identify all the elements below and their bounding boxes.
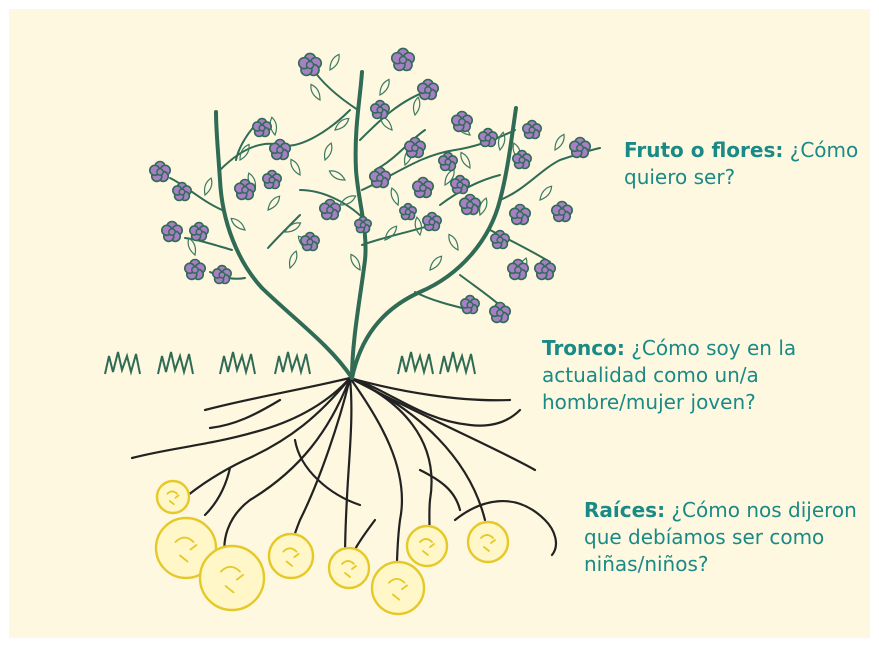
grass-icon [220, 352, 255, 374]
flower-icon [173, 183, 191, 201]
roots-label-bold: Raíces: [584, 498, 665, 522]
flower-icon [570, 138, 590, 158]
stem-line [360, 90, 430, 140]
flower-icon [371, 101, 389, 119]
stem-line [268, 215, 300, 248]
flower-icon [162, 222, 182, 242]
flower-icon [392, 48, 415, 70]
trunk-label-bold: Tronco: [542, 336, 625, 360]
flower-icon [299, 53, 322, 75]
grass [105, 352, 475, 374]
flower-icon [523, 121, 541, 139]
flower-icon [490, 303, 510, 323]
leaf-icon [412, 97, 421, 116]
leaf-icon [348, 253, 362, 272]
leaf-icon [458, 151, 472, 170]
flower-icon [301, 233, 319, 251]
flower-icon [460, 195, 480, 215]
roots-label: Raíces: ¿Cómo nos dijeron que debíamos s… [584, 497, 874, 578]
flower-icon [355, 217, 371, 233]
leaf-icon [383, 224, 399, 242]
leaf-icon [327, 53, 341, 72]
stem-line [185, 238, 232, 250]
flower-icon [253, 119, 271, 137]
tubers [156, 481, 508, 614]
grass-icon [105, 352, 140, 374]
tuber-icon [468, 522, 508, 562]
flower-icon [439, 153, 457, 171]
grass-icon [440, 352, 475, 374]
tuber-icon [157, 481, 189, 513]
root-line [205, 378, 350, 410]
leaf-icon [266, 194, 282, 212]
leaf-icon [287, 250, 299, 269]
tuber-icon [200, 546, 264, 610]
flower-icon [479, 129, 497, 147]
flower-icon [270, 140, 290, 160]
leaf-icon [446, 233, 460, 252]
grass-icon [158, 352, 193, 374]
leaf-icon [322, 142, 334, 161]
leaf-icon [389, 187, 401, 206]
flower-icon [185, 260, 205, 280]
leaf-icon [538, 184, 554, 202]
flower-icon [400, 204, 416, 220]
flower-icon [263, 171, 281, 189]
grass-icon [275, 352, 310, 374]
flower-icon [491, 231, 509, 249]
leaf-icon [414, 217, 423, 236]
tuber-icon [269, 534, 313, 578]
root-line [132, 378, 350, 458]
flower-icon [235, 180, 255, 200]
root-line [420, 470, 460, 510]
flower-icon [535, 260, 555, 280]
flower-icon [190, 223, 208, 241]
flower-icon [413, 178, 433, 198]
leaf-icon [229, 216, 247, 232]
root-line [345, 378, 351, 560]
tuber-icon [329, 548, 369, 588]
leaf-icon [328, 168, 347, 182]
grass-icon [398, 352, 433, 374]
flower-icon [418, 80, 438, 100]
root-line [292, 378, 350, 555]
flower-icon [461, 296, 479, 314]
flower-icon [370, 168, 390, 188]
leaf-icon [202, 177, 214, 196]
leaf-icon [237, 143, 251, 162]
leaf-icon [377, 78, 391, 97]
fruit-label-bold: Fruto o flores: [624, 138, 783, 162]
tuber-icon [372, 562, 424, 614]
stem-line [352, 108, 516, 378]
flower-icon [423, 213, 441, 231]
flower-icon [510, 205, 530, 225]
trunk-label: Tronco: ¿Cómo soy en la actualidad como … [542, 335, 842, 416]
flower-icon [508, 260, 528, 280]
stem-line [312, 68, 358, 110]
fruit-label: Fruto o flores: ¿Cómo quiero ser? [624, 137, 864, 191]
flower-icon [213, 266, 231, 284]
root-line [210, 400, 280, 428]
flower-icon [552, 202, 572, 222]
flower-icon [451, 176, 469, 194]
tuber-icon [407, 526, 447, 566]
leaf-icon [288, 158, 302, 177]
flower-icon [513, 151, 531, 169]
root-line [350, 378, 432, 548]
leaf-icon [308, 83, 322, 102]
leaf-icon [428, 254, 444, 272]
stem-line [220, 110, 350, 170]
root-line [350, 378, 535, 470]
flower-icon [452, 112, 472, 132]
flower-icon [150, 162, 170, 182]
flower-icon [320, 200, 340, 220]
leaf-icon [552, 133, 566, 152]
flower-icon [405, 138, 425, 158]
